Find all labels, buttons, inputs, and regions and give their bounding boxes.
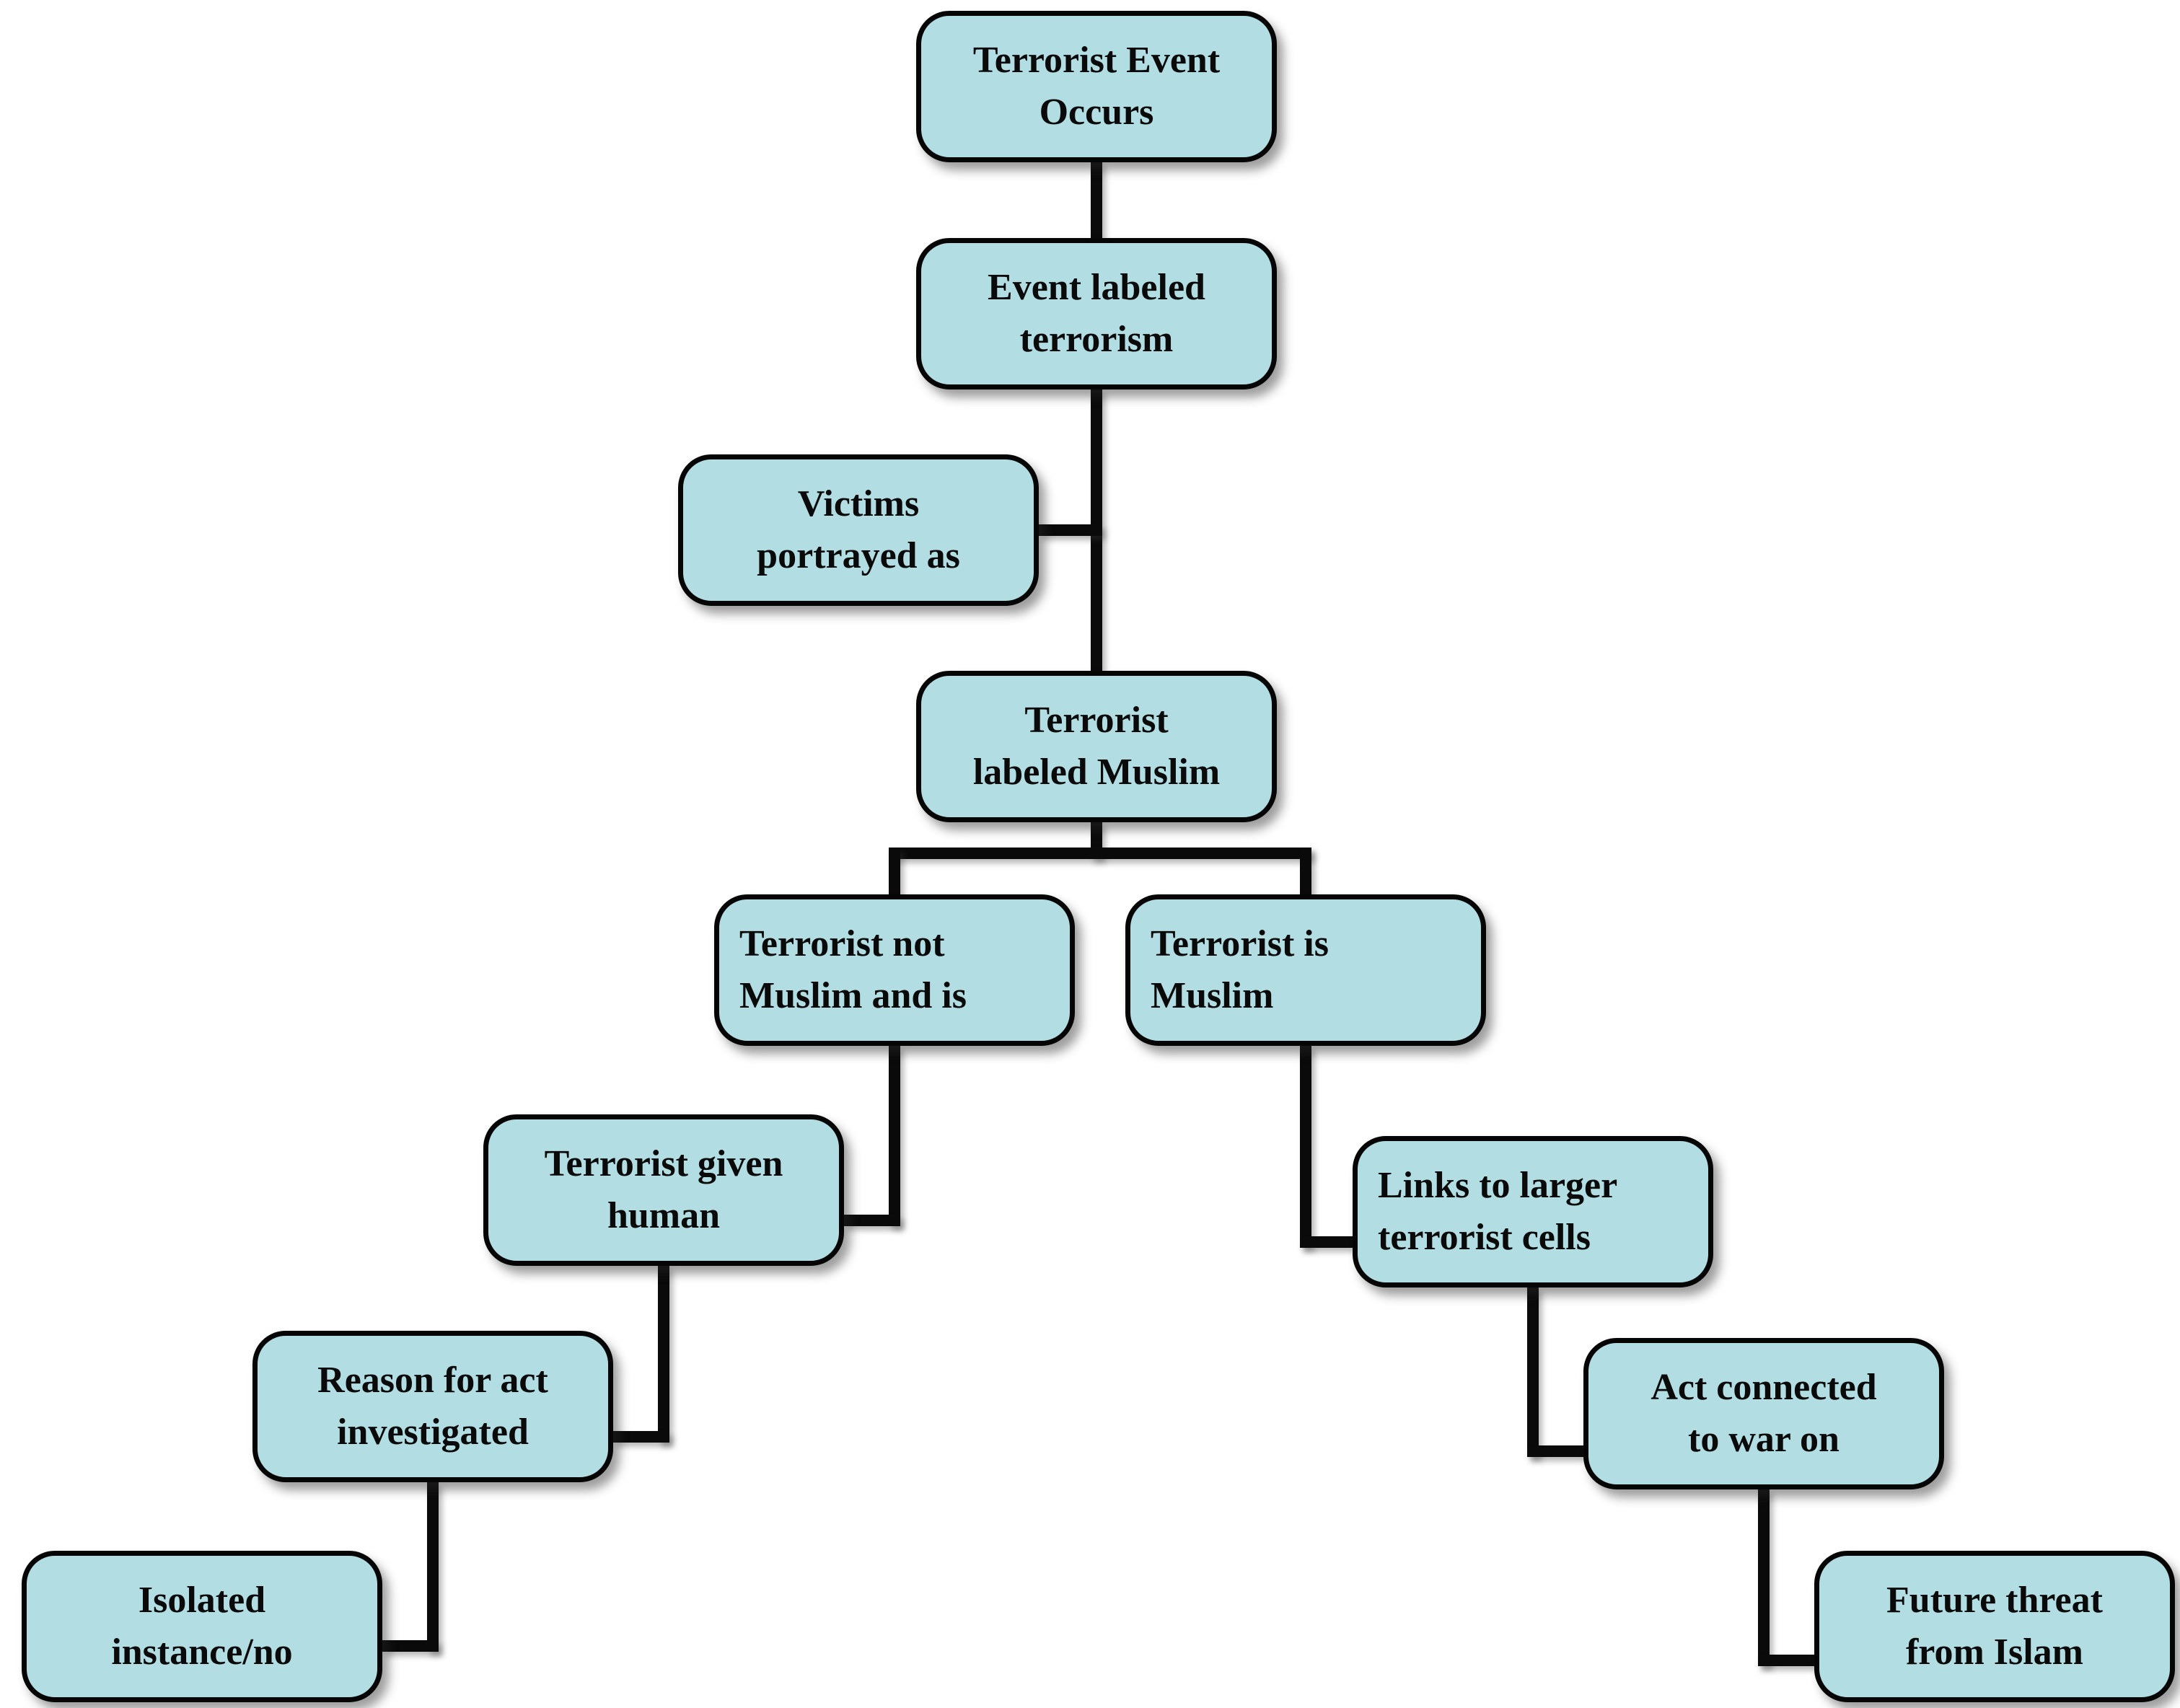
connector-ismuslim-elbow-horizontal [1300, 1236, 1353, 1248]
connector-victims-stub [1039, 524, 1102, 536]
node-terrorist-labeled-muslim: Terrorist labeled Muslim [916, 671, 1277, 822]
node-label-line: Terrorist is [1151, 923, 1329, 964]
node-label-line: terrorist cells [1378, 1216, 1591, 1258]
node-label-line: investigated [337, 1411, 529, 1453]
connector-givenhuman-elbow-horizontal [613, 1431, 669, 1443]
connector-reason-elbow-vertical [427, 1482, 439, 1652]
node-label-line: Act connected [1651, 1367, 1877, 1408]
node-label-line: Reason for act [317, 1360, 548, 1401]
connector-notmuslim-elbow-horizontal [844, 1215, 900, 1226]
node-label-line: Event labeled [988, 267, 1205, 308]
node-label-line: terrorism [1019, 318, 1174, 360]
node-label-line: Terrorist Event [972, 40, 1221, 81]
node-label-line: Occurs [1039, 91, 1154, 133]
node-victims-portrayed-as: Victims portrayed as [678, 454, 1039, 606]
node-label-line: Isolated [138, 1580, 266, 1621]
connector-event-occurs-to-labeled [1091, 162, 1102, 238]
connector-reason-elbow-horizontal [382, 1640, 439, 1652]
node-links-to-larger-terrorist-cells: Links to larger terrorist cells [1353, 1136, 1713, 1287]
connector-actwar-elbow-horizontal [1758, 1655, 1814, 1666]
node-label-line: Future threat [1886, 1580, 2103, 1621]
node-label-line: Terrorist [1024, 700, 1169, 741]
node-label-line: to war on [1688, 1418, 1840, 1460]
connector-split-drop-left [889, 848, 900, 894]
node-label-line: labeled Muslim [972, 751, 1221, 793]
connector-links-elbow-vertical [1527, 1287, 1539, 1457]
connector-actwar-elbow-vertical [1758, 1489, 1770, 1666]
node-label-line: Victims [797, 483, 920, 524]
node-label-line: Terrorist given [544, 1143, 783, 1184]
node-label-line: Muslim and is [739, 974, 967, 1016]
node-label-line: portrayed as [757, 534, 960, 576]
node-terrorist-not-muslim-and-is: Terrorist not Muslim and is [714, 894, 1075, 1046]
node-terrorist-is-muslim: Terrorist is Muslim [1125, 894, 1486, 1046]
connector-ismuslim-elbow-vertical [1300, 1046, 1311, 1248]
connector-links-elbow-horizontal [1527, 1445, 1583, 1457]
node-isolated-instance-no: Isolated instance/no [22, 1551, 382, 1702]
node-label-line: Terrorist not [739, 923, 945, 964]
node-terrorist-event-occurs: Terrorist Event Occurs [916, 11, 1277, 162]
node-event-labeled-terrorism: Event labeled terrorism [916, 238, 1277, 389]
node-reason-for-act-investigated: Reason for act investigated [252, 1331, 613, 1482]
connector-split-bar [889, 848, 1311, 859]
node-terrorist-given-human: Terrorist given human [483, 1114, 844, 1266]
node-label-line: instance/no [111, 1631, 293, 1673]
node-label-line: from Islam [1905, 1631, 2083, 1673]
node-future-threat-from-islam: Future threat from Islam [1814, 1551, 2175, 1702]
node-label-line: Muslim [1151, 974, 1274, 1016]
node-act-connected-to-war-on: Act connected to war on [1583, 1338, 1944, 1489]
node-label-line: human [607, 1194, 721, 1236]
connector-split-drop-right [1300, 848, 1311, 894]
connector-givenhuman-elbow-vertical [658, 1266, 669, 1443]
connector-notmuslim-elbow-vertical [889, 1046, 900, 1226]
node-label-line: Links to larger [1378, 1165, 1618, 1206]
